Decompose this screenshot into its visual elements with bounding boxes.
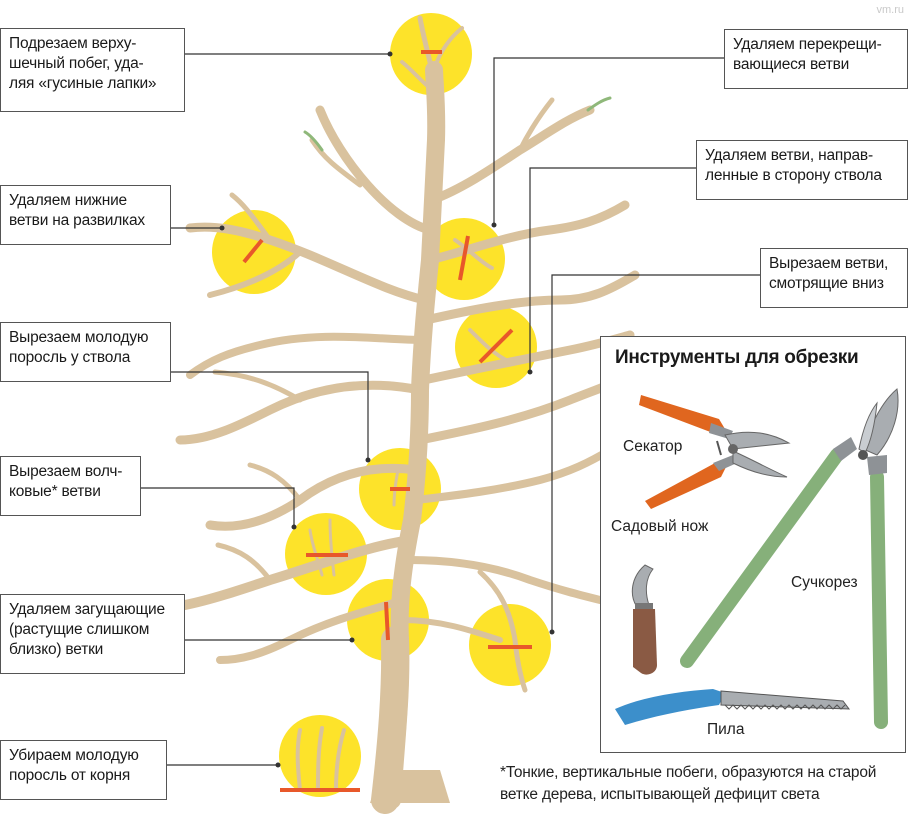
young-shoot [586,96,612,112]
root-sucker [316,726,324,792]
pruner-handle-top [639,395,725,433]
cut-mark [458,235,470,281]
cut-mark [384,601,390,641]
young-shoot [303,130,324,152]
trunk-lower [371,626,410,814]
lopper-icon [680,388,899,729]
leader-dot [291,524,297,530]
branch [517,97,555,153]
pruner-blade [724,431,791,450]
lopper-handle-right [870,470,888,729]
crossing-twig [453,238,494,270]
callout-downward: Вырезаем ветви, смотрящие вниз [760,248,908,308]
saw-teeth [724,704,846,710]
leader-trunk-shoots [170,371,369,460]
tools-panel: Инструменты для обрезки Секатор Садовый … [600,336,906,753]
saw-icon [615,689,851,725]
callout-root-suckers: Убираем молодую поросль от корня [0,740,167,800]
branch [412,446,614,504]
root-sucker [295,728,302,792]
garden-knife-icon [631,564,657,675]
leader-toward-trunk [529,167,696,372]
water-sprout [328,518,336,577]
water-sprout [308,528,324,577]
branch [247,462,303,503]
branch [186,332,427,379]
pruner-icon [639,395,791,509]
lopper-anvil [858,401,878,454]
leader-dot [275,762,281,768]
branch [216,596,408,664]
callout-top-shoot: Подрезаем верху- шечный побег, уда- ляя … [0,28,185,112]
tree [175,15,640,814]
branch [207,249,303,298]
branch [180,535,417,610]
root-sucker [334,728,346,792]
pruner-metal [713,455,737,471]
watermark: vm.ru [876,4,905,16]
branch [212,369,303,403]
inward-twig [468,328,512,364]
footnote: *Тонкие, вертикальные побеги, образуются… [500,764,877,803]
top-shoot [417,15,437,83]
leader-dot [387,51,393,57]
saw-blade [720,690,851,710]
pruner-handle-bottom [645,463,727,509]
pruner-pivot [728,444,738,454]
saw-handle [615,689,725,725]
leader-lines [140,53,760,766]
callout-water-sprouts: Вырезаем волч- ковые* ветви [0,456,141,516]
branch [427,105,595,205]
branch [425,200,630,265]
leader-dot [491,222,497,228]
leader-dot [365,457,371,463]
saw-label: Пила [707,721,745,738]
leader-dot [527,369,533,375]
branch [406,556,604,604]
pruner-anvil [732,450,788,478]
top-shoot-right [432,26,464,72]
cut-mark [478,328,514,364]
lopper-label: Сучкорез [791,574,858,591]
tools-title: Инструменты для обрезки [615,347,859,368]
tools-illustration [615,388,899,729]
leader-dot [219,225,225,231]
branch [421,270,640,325]
knife-handle [633,609,657,675]
pruner-label: Секатор [623,438,683,455]
knife-blade [631,564,654,608]
cut-mark [242,238,264,264]
top-shoot-left [400,60,434,92]
branch [229,192,273,243]
leader-downward [551,274,760,632]
callout-forks: Удаляем нижние ветви на развилках [0,185,171,245]
leader-dot [549,629,555,635]
leader-water-sprouts [140,487,295,527]
leader-dot [349,637,355,643]
branch [309,137,363,188]
lopper-metal [833,437,857,461]
downward-branch [477,569,528,693]
young-shoots [303,96,612,152]
lopper-handle-left [680,448,844,668]
pruner-spring [716,440,722,456]
branch [215,542,273,583]
callout-crossing: Удаляем перекрещи- вающиеся ветви [724,29,908,89]
branch [175,380,425,445]
cut-marks [242,50,532,792]
callout-toward-trunk: Удаляем ветви, направ- ленные в сторону … [696,140,908,200]
branch [315,105,435,235]
lopper-pivot [858,450,868,460]
branch [399,617,503,643]
leader-crossing [493,57,724,225]
knife-bolster [635,603,653,609]
callout-dense-branches: Удаляем загущающие (растущие слишком бли… [0,594,185,674]
knife-label: Садовый нож [611,518,709,535]
branch [415,373,630,445]
leader-dots [219,51,555,768]
lopper-metal [867,455,887,475]
callout-trunk-shoots: Вырезаем молодую поросль у ствола [0,322,171,382]
